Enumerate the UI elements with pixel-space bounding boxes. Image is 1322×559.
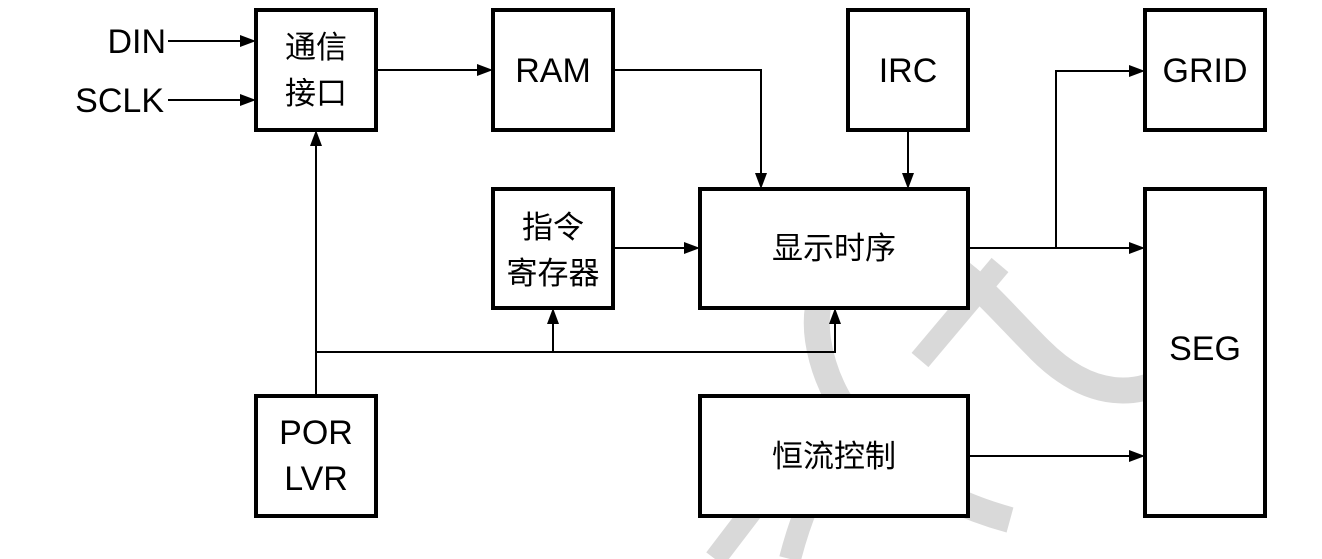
block-grid: GRID xyxy=(1143,8,1267,132)
block-timing-label: 显示时序 xyxy=(772,231,896,267)
wire-timing-grid xyxy=(1055,70,1131,248)
input-sclk-label: SCLK xyxy=(75,82,164,120)
arrow-ram-timing xyxy=(755,173,767,189)
input-din-label: DIN xyxy=(107,23,166,61)
block-por-lvr: POR LVR xyxy=(254,394,378,518)
wire-por-bus xyxy=(316,322,836,353)
block-por-line2: LVR xyxy=(284,460,348,498)
arrow-por-comm xyxy=(310,130,322,146)
block-ram: RAM xyxy=(491,8,615,132)
arrow-ram xyxy=(477,64,493,76)
arrow-por-cmdreg xyxy=(547,308,559,324)
block-ram-label: RAM xyxy=(515,52,591,90)
block-irc-label: IRC xyxy=(879,52,938,90)
wires xyxy=(168,40,1131,457)
arrow-por-timing xyxy=(829,308,841,324)
block-irc: IRC xyxy=(846,8,970,132)
block-grid-label: GRID xyxy=(1163,52,1248,90)
block-comm-interface: 通信 接口 xyxy=(254,8,378,132)
block-por-line1: POR xyxy=(279,414,353,452)
block-seg: SEG xyxy=(1143,187,1267,518)
arrow-irc-timing xyxy=(902,173,914,189)
block-constant-current: 恒流控制 xyxy=(698,394,970,518)
arrowheads xyxy=(240,35,1145,462)
wire-ram-timing xyxy=(613,69,762,175)
arrow-timing-grid xyxy=(1129,65,1145,77)
block-cc-label: 恒流控制 xyxy=(772,439,896,475)
block-display-timing: 显示时序 xyxy=(698,187,970,310)
arrow-cc-seg xyxy=(1129,450,1145,462)
arrow-sclk xyxy=(240,94,256,106)
arrow-cmdreg-timing xyxy=(684,242,700,254)
arrow-din xyxy=(240,35,256,47)
arrow-timing-seg xyxy=(1129,242,1145,254)
block-comm-line1: 通信 xyxy=(285,30,347,66)
block-cmdreg-line1: 指令 xyxy=(522,210,584,246)
block-seg-label: SEG xyxy=(1169,330,1241,368)
block-command-register: 指令 寄存器 xyxy=(491,187,615,310)
block-comm-line2: 接口 xyxy=(285,76,347,112)
block-cmdreg-line2: 寄存器 xyxy=(507,256,600,292)
